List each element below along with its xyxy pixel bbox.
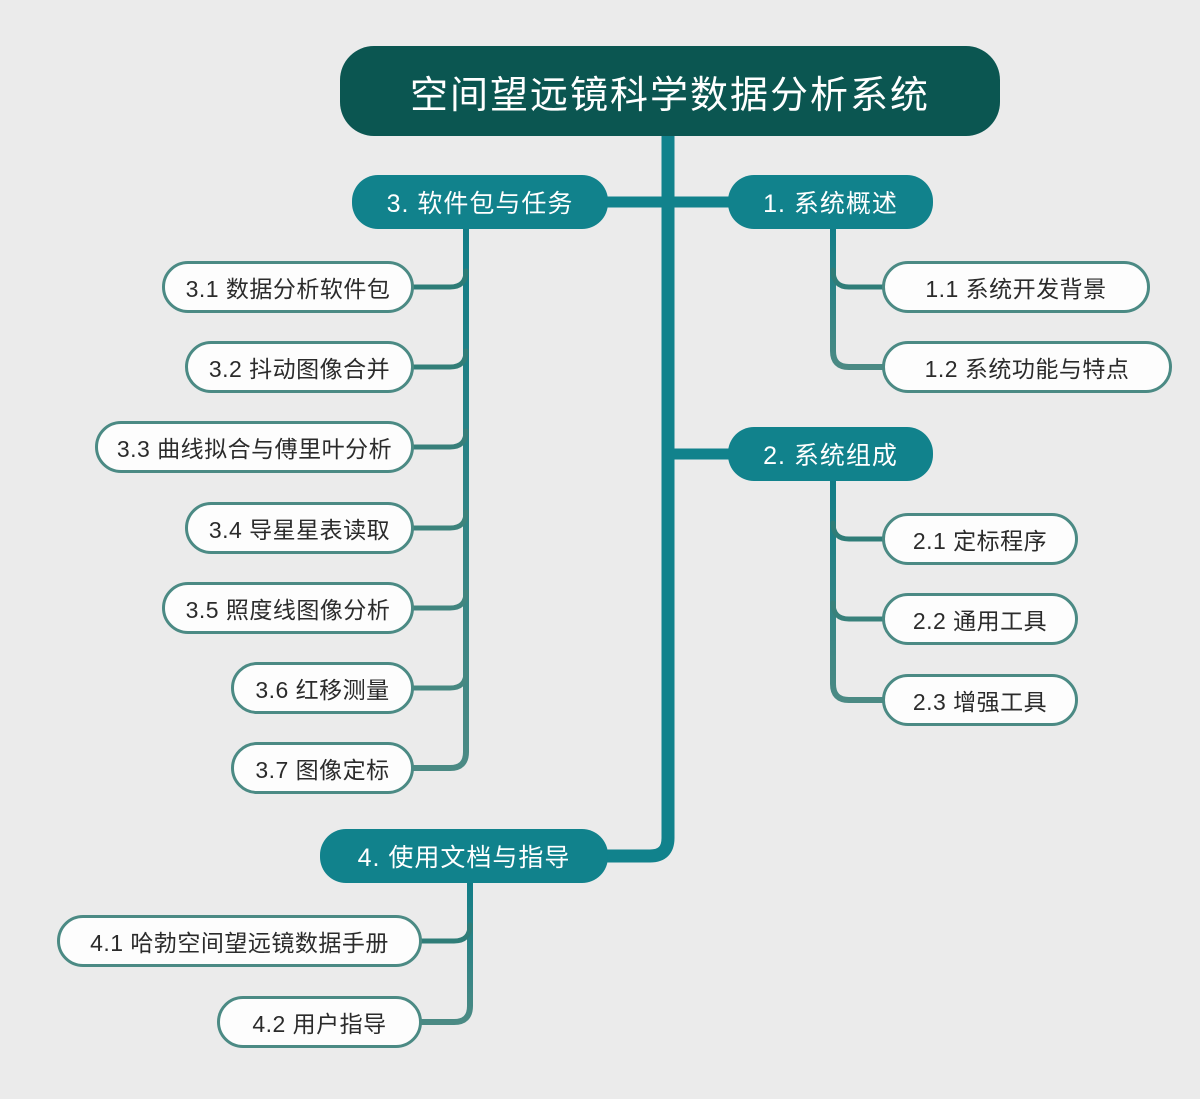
edge-b3-c4 — [407, 509, 469, 531]
leaf-node-3-2-label: 3.2 抖动图像合并 — [208, 356, 391, 382]
leaf-node-3-6[interactable]: 3.6 红移测量 — [231, 662, 414, 714]
leaf-node-3-4-label: 3.4 导星星表读取 — [208, 517, 391, 543]
leaf-node-2-2-label: 2.2 通用工具 — [912, 608, 1048, 634]
leaf-node-3-7-label: 3.7 图像定标 — [255, 757, 390, 783]
leaf-node-3-3-label: 3.3 曲线拟合与傅里叶分析 — [116, 436, 393, 462]
edge-b3-c2 — [407, 348, 469, 370]
branch-node-1-label: 1. 系统概述 — [763, 190, 898, 218]
leaf-node-4-2[interactable]: 4.2 用户指导 — [217, 996, 422, 1048]
edge-b1-trunk — [830, 225, 888, 370]
leaf-node-2-2[interactable]: 2.2 通用工具 — [882, 593, 1078, 645]
edge-b4-trunk — [415, 879, 473, 1025]
leaf-node-3-5-label: 3.5 照度线图像分析 — [185, 597, 391, 623]
leaf-node-3-5[interactable]: 3.5 照度线图像分析 — [162, 582, 414, 634]
branch-node-2-label: 2. 系统组成 — [763, 442, 898, 470]
branch-node-4[interactable]: 4. 使用文档与指导 — [320, 829, 608, 883]
leaf-node-3-7[interactable]: 3.7 图像定标 — [231, 742, 414, 794]
edge-root-trunk — [601, 129, 675, 863]
edge-b3-c6 — [407, 669, 469, 691]
edge-b3-c5 — [407, 589, 469, 611]
leaf-node-3-4[interactable]: 3.4 导星星表读取 — [185, 502, 414, 554]
leaf-node-3-6-label: 3.6 红移测量 — [255, 677, 390, 703]
branch-node-4-label: 4. 使用文档与指导 — [357, 844, 571, 872]
edge-b2-c2 — [830, 600, 888, 622]
leaf-node-2-1[interactable]: 2.1 定标程序 — [882, 513, 1078, 565]
branch-node-2[interactable]: 2. 系统组成 — [728, 427, 933, 481]
leaf-node-2-3[interactable]: 2.3 增强工具 — [882, 674, 1078, 726]
edge-b2-c1 — [830, 520, 888, 542]
leaf-node-3-2[interactable]: 3.2 抖动图像合并 — [185, 341, 414, 393]
leaf-node-3-3[interactable]: 3.3 曲线拟合与傅里叶分析 — [95, 421, 414, 473]
leaf-node-4-2-label: 4.2 用户指导 — [252, 1011, 387, 1037]
edge-b2-trunk — [830, 477, 888, 703]
leaf-node-1-1-label: 1.1 系统开发背景 — [925, 276, 1107, 302]
leaf-node-3-1[interactable]: 3.1 数据分析软件包 — [162, 261, 414, 313]
leaf-node-2-1-label: 2.1 定标程序 — [912, 528, 1048, 554]
edge-b3-c3 — [407, 428, 469, 450]
root-node-label: 空间望远镜科学数据分析系统 — [409, 74, 930, 117]
edge-b1-c1 — [830, 267, 888, 290]
leaf-node-1-2-label: 1.2 系统功能与特点 — [924, 356, 1130, 382]
branch-node-3-label: 3. 软件包与任务 — [386, 190, 574, 218]
leaf-node-1-1[interactable]: 1.1 系统开发背景 — [882, 261, 1150, 313]
leaf-node-4-1-label: 4.1 哈勃空间望远镜数据手册 — [90, 930, 389, 956]
root-node[interactable]: 空间望远镜科学数据分析系统 — [340, 46, 1000, 136]
leaf-node-4-1[interactable]: 4.1 哈勃空间望远镜数据手册 — [57, 915, 422, 967]
leaf-node-3-1-label: 3.1 数据分析软件包 — [185, 276, 391, 302]
edge-b3-c1 — [407, 268, 469, 290]
branch-node-1[interactable]: 1. 系统概述 — [728, 175, 933, 229]
leaf-node-2-3-label: 2.3 增强工具 — [912, 689, 1048, 715]
edge-b4-c1 — [415, 922, 473, 944]
branch-node-3[interactable]: 3. 软件包与任务 — [352, 175, 608, 229]
leaf-node-1-2[interactable]: 1.2 系统功能与特点 — [882, 341, 1172, 393]
edge-b3-trunk — [407, 225, 469, 771]
